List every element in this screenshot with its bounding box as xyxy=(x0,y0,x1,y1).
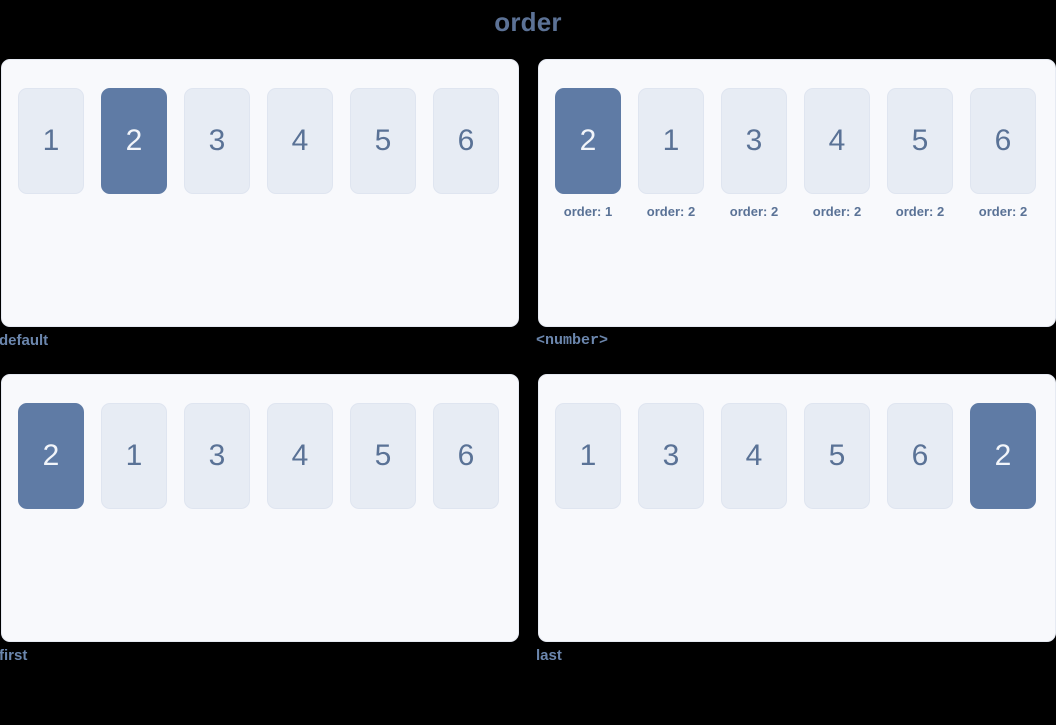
flex-item-wrap: 5 xyxy=(350,403,416,509)
flex-item-wrap: 1 order: 2 xyxy=(638,88,704,220)
flex-item[interactable]: 6 xyxy=(970,88,1036,194)
panel-label-default: default xyxy=(0,332,49,349)
flex-item[interactable]: 6 xyxy=(887,403,953,509)
flex-item-wrap: 4 order: 2 xyxy=(804,88,870,220)
flex-item-wrap: 1 xyxy=(18,88,84,194)
flex-item-wrap: 5 order: 2 xyxy=(887,88,953,220)
flex-item[interactable]: 4 xyxy=(721,403,787,509)
flex-item-wrap: 1 xyxy=(555,403,621,509)
flex-item-order-note: order: 2 xyxy=(812,204,862,219)
flex-item[interactable]: 5 xyxy=(350,88,416,194)
flex-item[interactable]: 6 xyxy=(433,403,499,509)
flex-item-active[interactable]: 2 xyxy=(555,88,621,194)
flex-item-wrap: 4 xyxy=(267,403,333,509)
flex-item-wrap: 3 xyxy=(184,403,250,509)
flex-item-active[interactable]: 2 xyxy=(101,88,167,194)
flex-item-active[interactable]: 2 xyxy=(970,403,1036,509)
flex-item[interactable]: 5 xyxy=(887,88,953,194)
flex-item-wrap: 3 xyxy=(638,403,704,509)
flex-item[interactable]: 4 xyxy=(267,88,333,194)
flex-item-wrap: 4 xyxy=(721,403,787,509)
flex-item[interactable]: 5 xyxy=(350,403,416,509)
flex-item-wrap: 2 xyxy=(101,88,167,194)
flex-item[interactable]: 1 xyxy=(18,88,84,194)
flex-item[interactable]: 1 xyxy=(555,403,621,509)
flex-item-wrap: 4 xyxy=(267,88,333,194)
flex-item-wrap: 3 order: 2 xyxy=(721,88,787,220)
flex-item-order-note: order: 1 xyxy=(563,204,613,219)
flex-item-wrap: 6 xyxy=(433,403,499,509)
flex-item-wrap: 6 xyxy=(433,88,499,194)
panel-label-number: <number> xyxy=(536,332,609,349)
panel-items-number: 2 order: 1 1 order: 2 3 order: 2 4 order: 2 5 ord… xyxy=(539,60,1055,220)
page-title: order xyxy=(494,7,562,37)
flex-item-wrap: 6 xyxy=(887,403,953,509)
flex-item-wrap: 2 order: 1 xyxy=(555,88,621,220)
flex-item[interactable]: 1 xyxy=(638,88,704,194)
flex-item[interactable]: 3 xyxy=(638,403,704,509)
flex-item-wrap: 2 xyxy=(970,403,1036,509)
flex-item[interactable]: 4 xyxy=(804,88,870,194)
flex-item-wrap: 3 xyxy=(184,88,250,194)
panel-number: 2 order: 1 1 order: 2 3 order: 2 4 order: 2 5 ord… xyxy=(538,59,1056,327)
flex-item[interactable]: 6 xyxy=(433,88,499,194)
flex-item-wrap: 1 xyxy=(101,403,167,509)
flex-item[interactable]: 3 xyxy=(721,88,787,194)
flex-item-active[interactable]: 2 xyxy=(18,403,84,509)
flex-item[interactable]: 3 xyxy=(184,88,250,194)
panel-label-first: first xyxy=(0,647,28,664)
flex-item[interactable]: 4 xyxy=(267,403,333,509)
flex-item-order-note: order: 2 xyxy=(729,204,779,219)
flex-item-wrap: 2 xyxy=(18,403,84,509)
panel-label-last: last xyxy=(536,647,562,664)
flex-item[interactable]: 3 xyxy=(184,403,250,509)
flex-item[interactable]: 5 xyxy=(804,403,870,509)
flex-item[interactable]: 1 xyxy=(101,403,167,509)
flex-item-order-note: order: 2 xyxy=(978,204,1028,219)
flex-item-wrap: 6 order: 2 xyxy=(970,88,1036,220)
flex-item-wrap: 5 xyxy=(350,88,416,194)
flex-item-order-note: order: 2 xyxy=(646,204,696,219)
flex-item-wrap: 5 xyxy=(804,403,870,509)
demo-cell-number: 2 order: 1 1 order: 2 3 order: 2 4 order: 2 5 ord… xyxy=(536,59,1056,351)
flex-item-order-note: order: 2 xyxy=(895,204,945,219)
